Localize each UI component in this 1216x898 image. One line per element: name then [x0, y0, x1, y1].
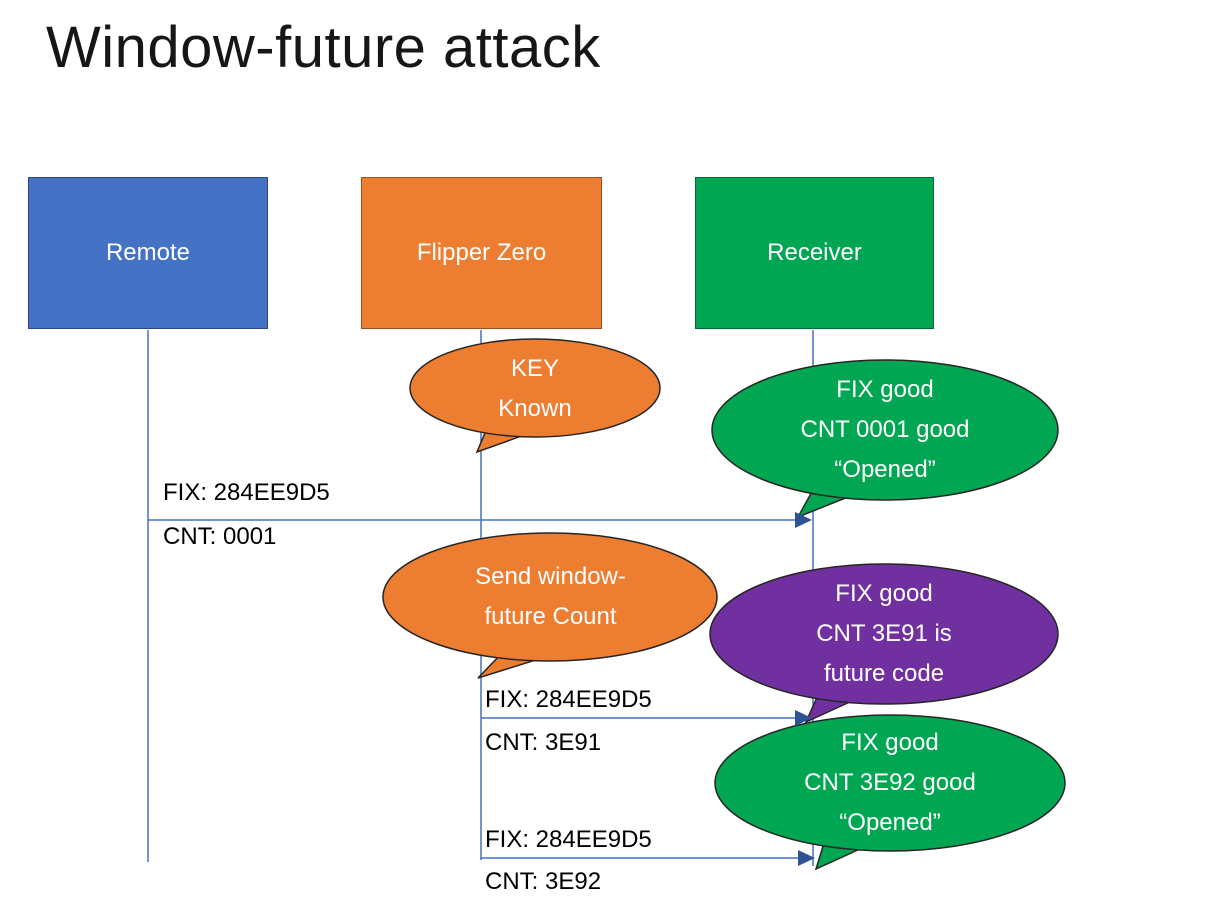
actor-box-remote: Remote	[28, 177, 268, 329]
bubble-text-fix-3e92: FIX good CNT 3E92 good “Opened”	[715, 723, 1065, 843]
bubble-ellipse	[382, 532, 718, 662]
message-1-cnt-label: CNT: 0001	[163, 523, 277, 550]
message-2-cnt-label: CNT: 3E91	[485, 729, 602, 756]
bubble-line: future code	[823, 660, 945, 687]
bubble-line: Known	[498, 395, 572, 422]
bubble-ellipse	[409, 338, 661, 438]
bubble-line: “Opened”	[839, 809, 941, 836]
actor-label-receiver: Receiver	[767, 239, 862, 266]
bubble-line: FIX good	[841, 729, 939, 756]
speech-bubble-send-window	[382, 532, 718, 679]
arrow-head-icon	[798, 850, 815, 866]
message-1-fix-label: FIX: 284EE9D5	[163, 479, 330, 506]
message-2-fix-label: FIX: 284EE9D5	[485, 686, 652, 713]
speech-bubble-fix-3e91	[709, 563, 1059, 724]
bubble-line: CNT 3E92 good	[804, 769, 976, 796]
speech-bubble-fix-0001	[711, 359, 1059, 519]
message-3-fix-label: FIX: 284EE9D5	[485, 826, 652, 853]
page-title: Window-future attack	[46, 15, 601, 80]
bubble-text-send-window: Send window- future Count	[383, 557, 718, 637]
bubble-line: KEY	[510, 355, 560, 382]
actor-box-receiver: Receiver	[695, 177, 934, 329]
bubble-text-fix-0001: FIX good CNT 0001 good “Opened”	[712, 370, 1058, 490]
bubble-line: future Count	[484, 603, 617, 630]
bubble-text-key-known: KEY Known	[410, 349, 660, 429]
message-arrow-1	[148, 512, 812, 528]
arrow-head-icon	[795, 512, 812, 528]
bubble-line: Send window-	[475, 563, 626, 590]
bubble-ellipse	[711, 359, 1059, 501]
arrow-head-icon	[795, 710, 812, 726]
actor-box-flipper-zero: Flipper Zero	[361, 177, 602, 329]
bubble-ellipse	[709, 563, 1059, 705]
bubble-text-fix-3e91: FIX good CNT 3E91 is future code	[710, 574, 1058, 694]
message-arrow-2	[481, 710, 812, 726]
bubble-line: CNT 3E91 is	[816, 620, 952, 647]
actor-label-remote: Remote	[105, 239, 191, 266]
bubble-line: CNT 0001 good	[800, 416, 970, 443]
message-3-cnt-label: CNT: 3E92	[485, 868, 602, 895]
bubble-ellipse	[714, 714, 1066, 852]
bubble-line: “Opened”	[834, 456, 936, 483]
speech-bubble-key-known	[409, 338, 661, 454]
speech-bubble-fix-3e92	[714, 714, 1066, 871]
bubble-line: FIX good	[835, 580, 933, 607]
bubble-line: FIX good	[836, 376, 934, 403]
message-arrow-3	[481, 850, 815, 866]
actor-label-flipper-zero: Flipper Zero	[416, 239, 547, 266]
